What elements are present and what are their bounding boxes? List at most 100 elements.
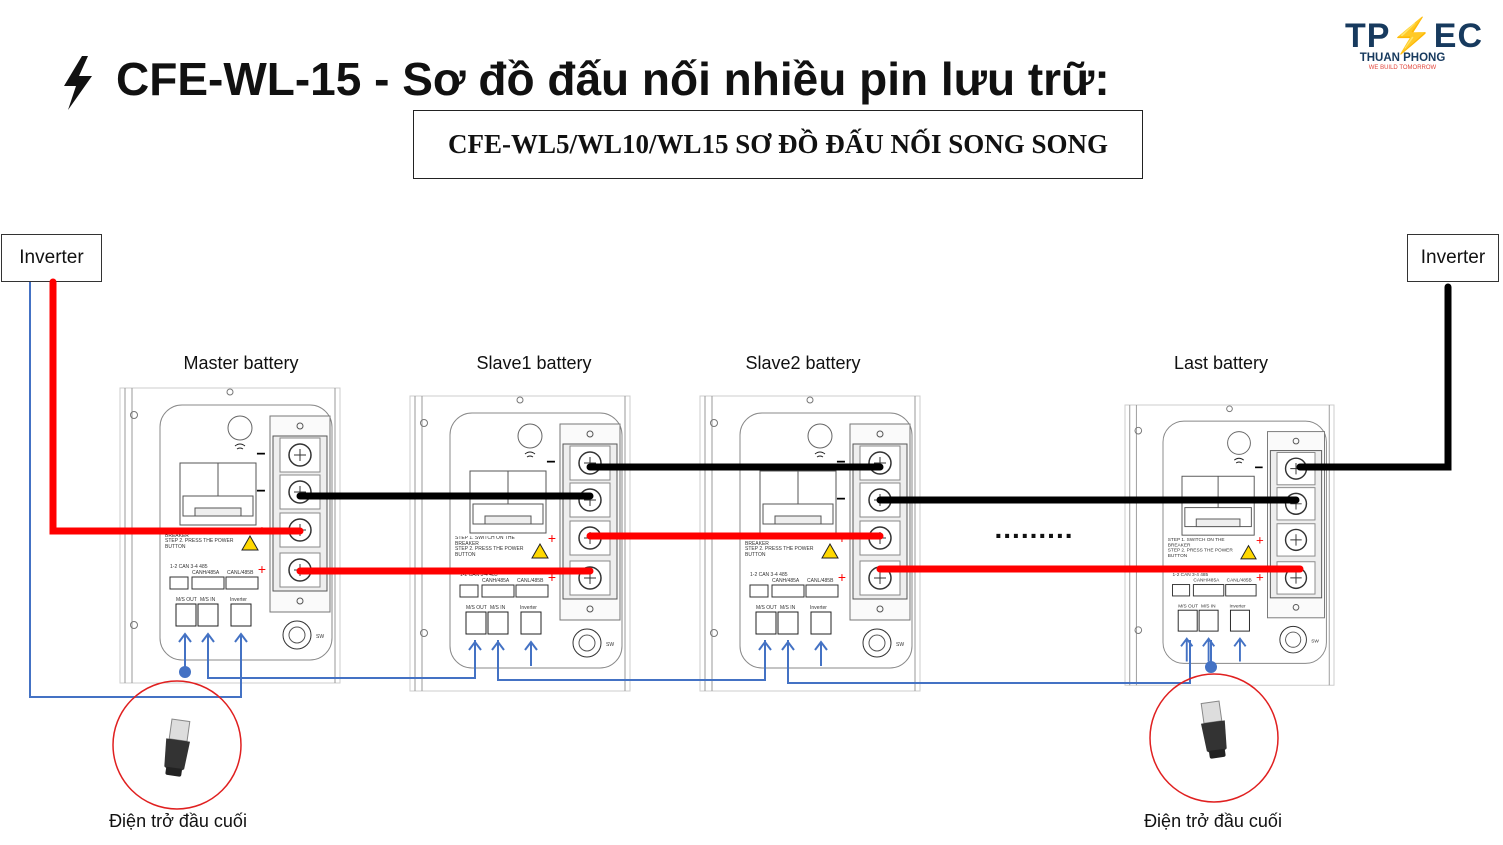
ms-out-port[interactable] [465, 611, 487, 635]
power-switch[interactable] [1279, 625, 1307, 654]
warning-icon [821, 542, 839, 559]
dip-switch[interactable] [169, 576, 189, 590]
negative-sign: − [836, 491, 845, 508]
terminal-block [269, 415, 331, 613]
battery-label-last: Last battery [1174, 353, 1268, 373]
inverter-port[interactable] [1229, 609, 1250, 632]
positive-sign: + [1256, 570, 1264, 585]
ms-out-port[interactable] [175, 603, 197, 627]
terminator-right: Điện trở đầu cuối [1144, 673, 1282, 831]
power-switch[interactable] [572, 628, 602, 658]
step1-text: STEP 1. SWITCH ON THE BREAKER [455, 536, 515, 547]
warning-icon [531, 542, 549, 559]
diagram-subtitle: CFE-WL5/WL10/WL15 SƠ ĐỒ ĐẤU NỐI SONG SON… [413, 110, 1143, 179]
step2-text: STEP 2. PRESS THE POWER BUTTON [165, 538, 234, 550]
ms-in-label: M/S IN [1201, 603, 1216, 609]
dip-switch[interactable] [225, 576, 259, 590]
dip-switch[interactable] [481, 584, 515, 598]
dip-switch[interactable] [191, 576, 225, 590]
sw-label: SW [896, 642, 904, 648]
terminator-label-right: Điện trở đầu cuối [1144, 811, 1282, 831]
ms-in-label: M/S IN [200, 597, 216, 603]
ms-out-label: M/S OUT [466, 605, 487, 611]
ms-out-port[interactable] [1177, 609, 1198, 632]
ms-in-port[interactable] [1198, 609, 1219, 632]
battery-panel-last: − − + + STEP 1. SWITCH ON THE BREAKER ST… [1124, 404, 1335, 686]
startup-steps: STEP 1. SWITCH ON THE BREAKER STEP 2. PR… [455, 536, 524, 558]
dip-switch[interactable] [749, 584, 769, 598]
dip-label: 1-2 CAN 3-4 485 [750, 572, 788, 578]
canh-label: CANH/485A [1193, 578, 1220, 584]
indicator-light [1227, 431, 1251, 455]
canh-label: CANH/485A [772, 578, 800, 584]
battery-label-master: Master battery [183, 353, 298, 373]
negative-sign: − [256, 446, 265, 463]
more-batteries-ellipsis: ......... [994, 513, 1073, 544]
breaker [759, 470, 837, 534]
inverter-port[interactable] [230, 603, 252, 627]
port-arrows [1180, 637, 1247, 662]
logo-tagline: WE BUILD TOMORROW [1368, 65, 1437, 71]
negative-wires [296, 283, 1452, 504]
wifi-icon [1233, 457, 1245, 464]
indicator-light [517, 423, 543, 449]
canl-label: CANL/485B [1227, 578, 1252, 584]
canl-label: CANL/485B [517, 578, 544, 584]
startup-steps: STEP 1. SWITCH ON THE BREAKER STEP 2. PR… [745, 536, 813, 558]
dip-label: 1-2 CAN 3-4 485 [170, 564, 208, 570]
sw-label: SW [606, 642, 614, 648]
dip-switch[interactable] [459, 584, 479, 598]
ms-out-label: M/S OUT [1178, 603, 1198, 609]
ms-in-port[interactable] [487, 611, 509, 635]
warning-icon [241, 534, 259, 551]
rj45-plug-icon [164, 718, 191, 777]
ms-in-port[interactable] [197, 603, 219, 627]
dip-switch[interactable] [1172, 584, 1191, 597]
canl-label: CANL/485B [807, 578, 834, 584]
dip-label: 1-2 CAN 3-4 485 [1173, 572, 1209, 578]
terminator-dot-master [179, 666, 191, 678]
inverter-left: Inverter [1, 234, 102, 282]
rj45-plug-icon [1200, 700, 1227, 759]
indicator-light [807, 423, 833, 449]
inverter-port-label: Inverter [1230, 603, 1247, 609]
terminator-left: Điện trở đầu cuối [109, 680, 247, 831]
positive-sign: + [258, 561, 266, 577]
indicator-light [227, 415, 253, 441]
inverter-port[interactable] [520, 611, 542, 635]
power-switch[interactable] [282, 620, 312, 650]
ms-in-label: M/S IN [780, 605, 796, 611]
logo-name: THUAN PHONG [1359, 52, 1446, 64]
comm-wire-slave1-slave2 [497, 640, 766, 681]
neg-wire-inverter [1296, 283, 1452, 471]
positive-sign: + [548, 569, 556, 585]
wifi-icon [814, 451, 826, 458]
canl-label: CANL/485B [227, 570, 254, 576]
power-switch[interactable] [862, 628, 892, 658]
breaker [1181, 475, 1255, 536]
dip-switch[interactable] [1192, 584, 1225, 597]
startup-steps: STEP 1. SWITCH ON THE BREAKER STEP 2. PR… [1168, 538, 1233, 559]
dip-switch[interactable] [1225, 584, 1257, 597]
battery-panel-master: − − + + STEP 1. SWITCH ON THE BREAKER ST… [119, 387, 341, 684]
dip-switch[interactable] [771, 584, 805, 598]
inverter-port-label: Inverter [230, 597, 247, 603]
pos-wire-inverter [49, 278, 304, 535]
breaker [469, 470, 547, 534]
dip-switch[interactable] [805, 584, 839, 598]
sw-label: SW [1311, 639, 1319, 645]
ms-in-port[interactable] [777, 611, 799, 635]
ms-out-label: M/S OUT [176, 597, 197, 603]
negative-sign: − [836, 454, 845, 471]
comm-wire-slave2-last [787, 640, 1191, 684]
step2-text: STEP 2. PRESS THE POWER BUTTON [455, 546, 524, 558]
ms-out-port[interactable] [755, 611, 777, 635]
positive-sign: + [1256, 533, 1264, 548]
negative-sign: − [1255, 459, 1264, 476]
inverter-port[interactable] [810, 611, 832, 635]
ms-in-label: M/S IN [490, 605, 506, 611]
positive-sign: + [548, 530, 556, 546]
dip-switch[interactable] [515, 584, 549, 598]
battery-panel-slave1: − − + + STEP 1. SWITCH ON THE BREAKER ST… [409, 395, 631, 692]
